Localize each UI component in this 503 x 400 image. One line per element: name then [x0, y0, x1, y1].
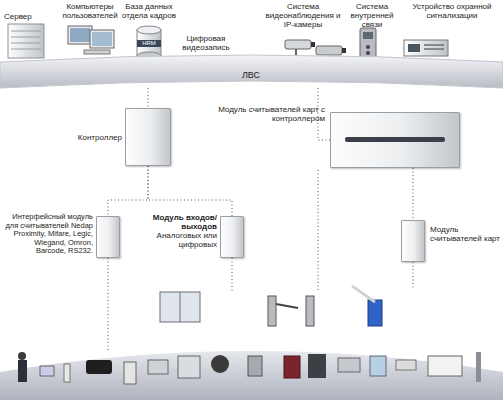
node-text: ЛВС: [226, 70, 276, 80]
turnstile-icon: [268, 296, 314, 326]
node-label: Контроллер: [64, 133, 122, 142]
server-icon: [8, 24, 44, 58]
node-label: ЛВС: [226, 70, 276, 80]
dotted-connector: [108, 166, 148, 216]
node-text: Контроллер: [64, 133, 122, 142]
door-icon: [160, 292, 200, 322]
node-text: Модуль считывателей карт: [430, 225, 502, 243]
controller-box: Контроллер: [125, 108, 171, 166]
pc-icon: [68, 26, 114, 54]
barrier-icon: [352, 286, 382, 326]
node-text: Интерфейсный модуль для считывателей Ned…: [3, 213, 93, 256]
node-text: Модуль считывателей карт с контроллером: [211, 105, 325, 123]
node-label: Модуль считывателей карт с контроллером: [211, 105, 325, 123]
database-icon: [137, 26, 161, 60]
floor-band: [0, 351, 503, 400]
node-label: Интерфейсный модуль для считывателей Ned…: [3, 213, 93, 256]
intercom-icon: [360, 28, 376, 60]
device-label: Компьютеры пользователей: [60, 2, 120, 20]
icon-caption: HRM: [137, 40, 161, 47]
reader-controller-box: Модуль считывателей карт с контроллером: [330, 112, 460, 168]
dotted-connector: [413, 168, 414, 220]
reader-module-box: Модуль считывателей карт: [401, 220, 425, 262]
device-label: Система внутренней связи: [342, 2, 402, 29]
reader-devices: [18, 352, 481, 384]
device-label: База данных отдела кадров: [120, 2, 178, 20]
alarm-panel-icon: [404, 40, 448, 56]
node-label: Модуль входов/выходовАналоговых или цифр…: [145, 213, 217, 249]
interface-module-box: Интерфейсный модуль для считывателей Ned…: [96, 216, 120, 258]
node-text: Модуль входов/выходов: [145, 213, 217, 231]
io-module-box: Модуль входов/выходовАналоговых или цифр…: [220, 216, 244, 258]
card-slot: [345, 137, 445, 142]
device-label: Сервер: [4, 12, 48, 21]
node-label: Модуль считывателей карт: [430, 225, 502, 243]
dotted-connector: [148, 88, 149, 108]
node-text: Аналоговых или цифровых: [145, 231, 217, 249]
dotted-connector: [148, 166, 232, 216]
device-label: Устройство охранной сигнализации: [406, 2, 498, 20]
wire: [108, 170, 413, 352]
network-band: ЛВС: [0, 52, 503, 88]
device-label: Цифровая видеозапись: [178, 34, 234, 52]
device-label: Система видеонаблюдения и IP-камеры: [262, 2, 344, 29]
